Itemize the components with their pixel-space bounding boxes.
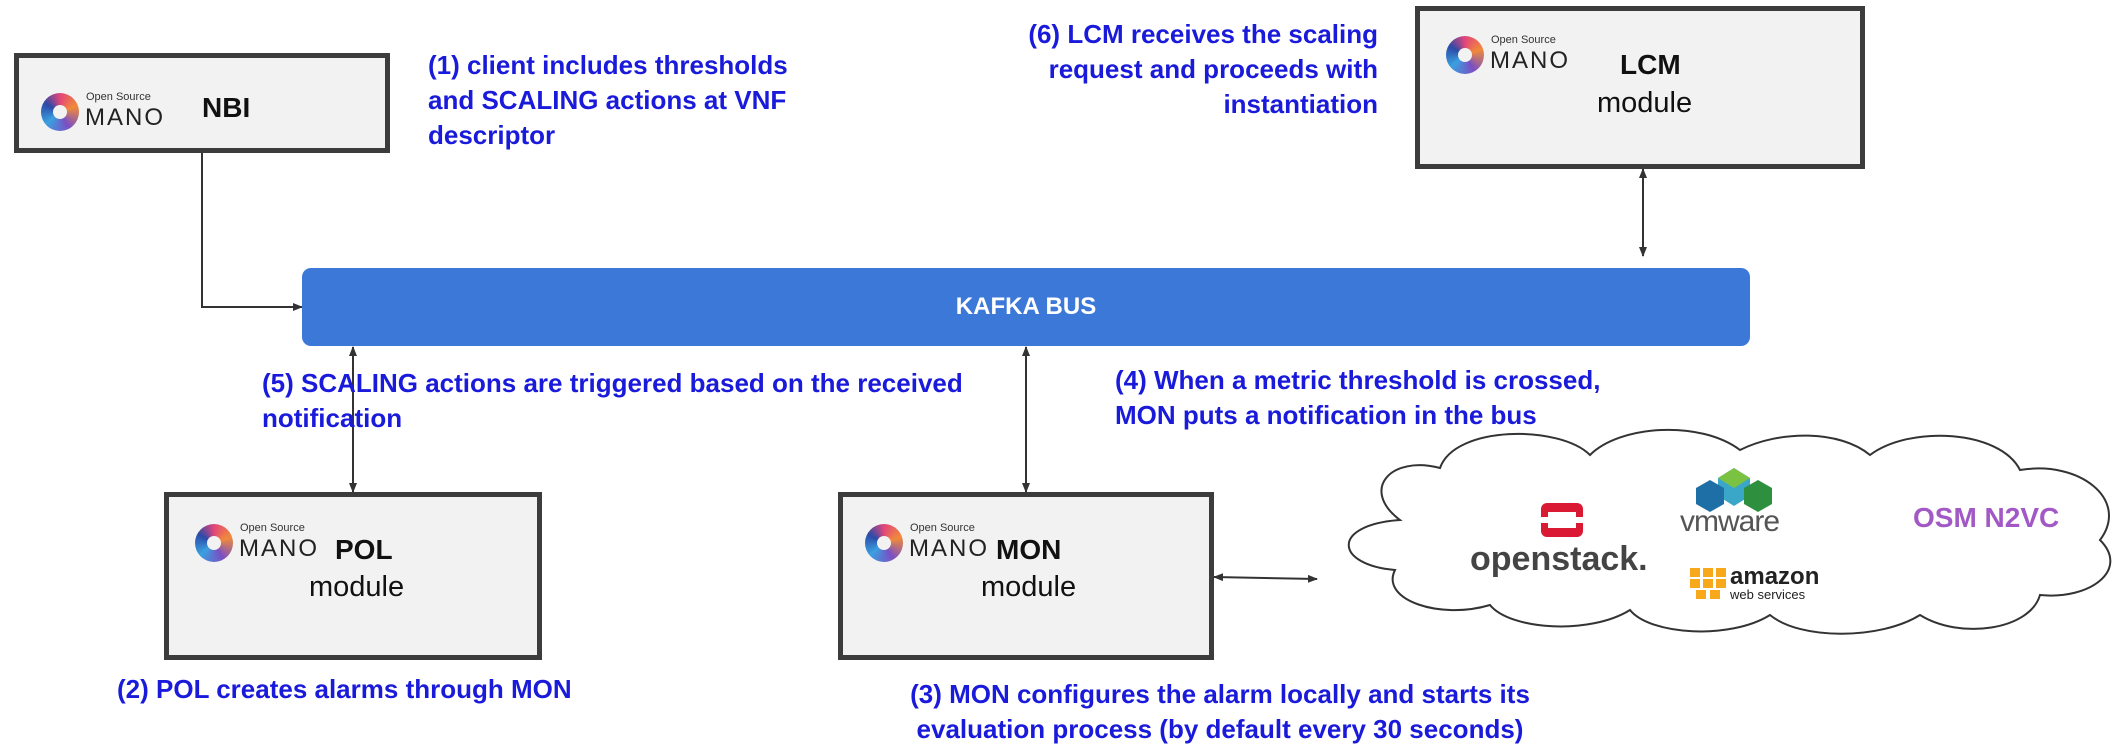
mon-box[interactable]: Open Source MANO MON module [838,492,1214,660]
osm-ring-icon [195,524,233,562]
note-2: (2) POL creates alarms through MON [117,674,572,704]
nbi-box[interactable]: Open Source MANO NBI [14,53,390,153]
lcm-subtitle: module [1597,87,1693,119]
kafka-bus[interactable]: KAFKA BUS [302,268,1750,346]
aws-logo-icon [1690,568,1726,599]
mon-cloud-connector [1213,573,1318,583]
note-6: (6) LCM receives the scaling request and… [1028,19,1378,119]
mon-title: MON [996,534,1062,565]
note-4: (4) When a metric threshold is crossed, … [1115,365,1601,430]
vmware-logo-icon [1696,468,1772,512]
pol-title: POL [335,534,393,565]
osm-n2vc-label: OSM N2VC [1913,502,2060,533]
mon-subtitle: module [981,571,1077,603]
nbi-title: NBI [202,92,251,123]
cloud-shape [1347,428,2112,635]
note-3: (3) MON configures the alarm locally and… [910,679,1530,744]
osm-ring-icon [41,93,79,131]
nbi-to-bus-connector [201,152,303,311]
pol-subtitle: module [309,571,405,603]
note-5: (5) SCALING actions are triggered based … [262,368,963,433]
vmware-label: vmware [1680,505,1780,538]
lcm-box[interactable]: Open Source MANO LCM module [1415,6,1865,169]
lcm-title: LCM [1620,49,1681,80]
openstack-label: openstack. [1470,540,1648,578]
pol-box[interactable]: Open Source MANO POL module [164,492,542,660]
osm-ring-icon [1446,36,1484,74]
openstack-logo-icon [1541,503,1583,537]
osm-ring-icon [865,524,903,562]
kafka-bus-label: KAFKA BUS [955,293,1097,320]
note-1: (1) client includes thresholds and SCALI… [428,50,788,150]
